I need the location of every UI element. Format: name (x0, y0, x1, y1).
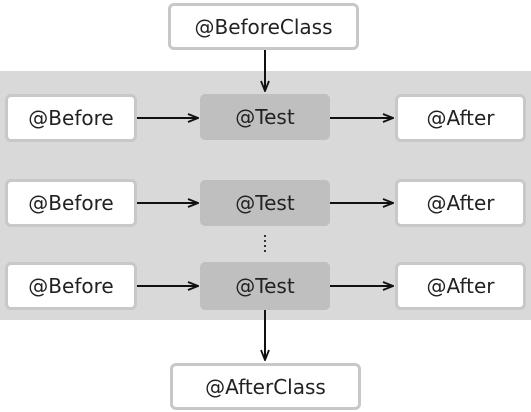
after-class-box: @AfterClass (170, 363, 361, 410)
row3-after-box: @After (395, 262, 526, 310)
row1-after-box: @After (395, 94, 526, 142)
row3-test-box: @Test (200, 262, 330, 310)
row2-before-box: @Before (5, 179, 137, 227)
continuation-dots (264, 235, 266, 252)
row1-test-box: @Test (200, 94, 330, 140)
row2-after-box: @After (395, 179, 526, 227)
row2-test-box: @Test (200, 180, 330, 226)
row1-before-box: @Before (5, 94, 137, 142)
before-class-box: @BeforeClass (168, 3, 359, 50)
row3-before-box: @Before (5, 262, 137, 310)
